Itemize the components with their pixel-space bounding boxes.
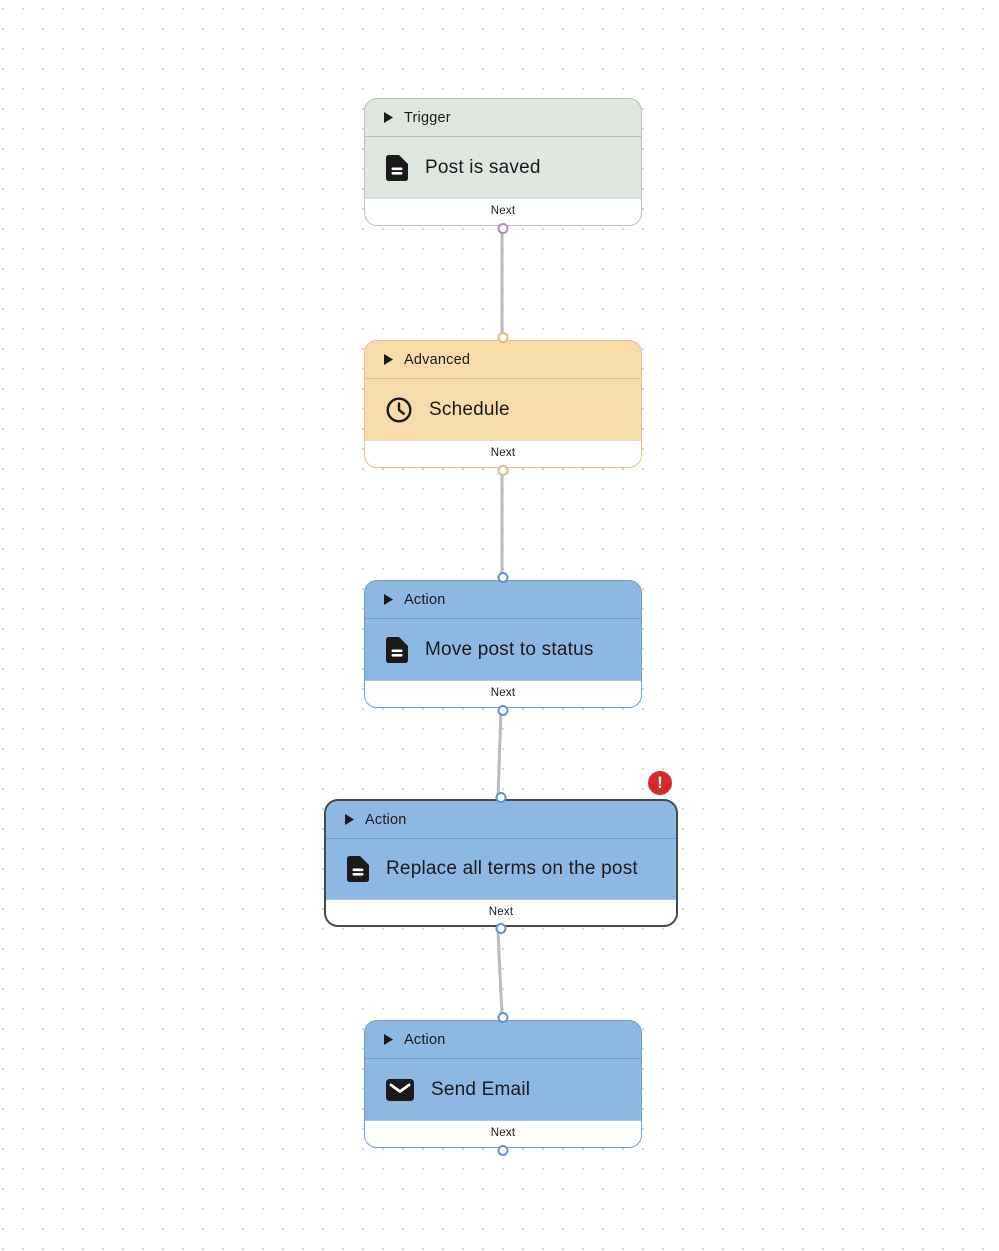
edge-action1-to-action2 bbox=[496, 706, 503, 802]
output-port[interactable] bbox=[497, 465, 509, 476]
node-type-label: Action bbox=[365, 811, 407, 828]
next-label: Next bbox=[326, 899, 676, 925]
output-port[interactable] bbox=[497, 223, 509, 234]
error-badge[interactable]: ! bbox=[648, 771, 672, 795]
node-header[interactable]: Action bbox=[365, 1021, 641, 1059]
collapse-triangle-icon[interactable] bbox=[384, 594, 393, 605]
input-port[interactable] bbox=[497, 332, 509, 343]
node-header[interactable]: Action bbox=[365, 581, 641, 619]
node-header[interactable]: Trigger bbox=[365, 99, 641, 137]
node-title: Post is saved bbox=[425, 156, 541, 178]
node-body[interactable]: Schedule bbox=[365, 379, 641, 440]
next-label: Next bbox=[365, 198, 641, 225]
email-icon bbox=[386, 1078, 414, 1101]
node-action-replace-all-terms[interactable]: ! Action Replace all terms on the post N… bbox=[324, 771, 678, 934]
input-port[interactable] bbox=[497, 1012, 509, 1023]
next-label: Next bbox=[365, 680, 641, 707]
input-port[interactable] bbox=[495, 792, 507, 803]
node-trigger-post-is-saved[interactable]: Trigger Post is saved Next bbox=[364, 98, 642, 234]
node-header[interactable]: Advanced bbox=[365, 341, 641, 379]
document-icon bbox=[347, 856, 369, 882]
node-title: Replace all terms on the post bbox=[386, 858, 638, 879]
output-port[interactable] bbox=[495, 923, 507, 934]
node-body[interactable]: Replace all terms on the post bbox=[326, 839, 676, 899]
collapse-triangle-icon[interactable] bbox=[384, 354, 393, 365]
node-advanced-schedule[interactable]: Advanced Schedule Next bbox=[364, 332, 642, 476]
document-icon bbox=[386, 154, 408, 181]
collapse-triangle-icon[interactable] bbox=[384, 1034, 393, 1045]
node-title: Send Email bbox=[431, 1078, 531, 1100]
document-icon bbox=[386, 636, 408, 663]
node-body[interactable]: Post is saved bbox=[365, 137, 641, 198]
edge-action2-to-action3 bbox=[496, 926, 504, 1022]
node-type-label: Trigger bbox=[404, 109, 451, 126]
node-action-move-post-to-status[interactable]: Action Move post to status Next bbox=[364, 572, 642, 716]
node-type-label: Action bbox=[404, 591, 446, 608]
collapse-triangle-icon[interactable] bbox=[384, 112, 393, 123]
input-port[interactable] bbox=[497, 572, 509, 583]
node-body[interactable]: Move post to status bbox=[365, 619, 641, 680]
node-type-label: Action bbox=[404, 1031, 446, 1048]
node-title: Move post to status bbox=[425, 638, 594, 660]
output-port[interactable] bbox=[497, 1145, 509, 1156]
node-title: Schedule bbox=[429, 398, 510, 420]
next-label: Next bbox=[365, 1120, 641, 1147]
collapse-triangle-icon[interactable] bbox=[345, 814, 354, 825]
output-port[interactable] bbox=[497, 705, 509, 716]
clock-icon bbox=[386, 396, 412, 423]
next-label: Next bbox=[365, 440, 641, 467]
node-body[interactable]: Send Email bbox=[365, 1059, 641, 1120]
node-type-label: Advanced bbox=[404, 351, 471, 368]
node-action-send-email[interactable]: Action Send Email Next bbox=[364, 1012, 642, 1156]
node-header[interactable]: Action bbox=[326, 801, 676, 839]
